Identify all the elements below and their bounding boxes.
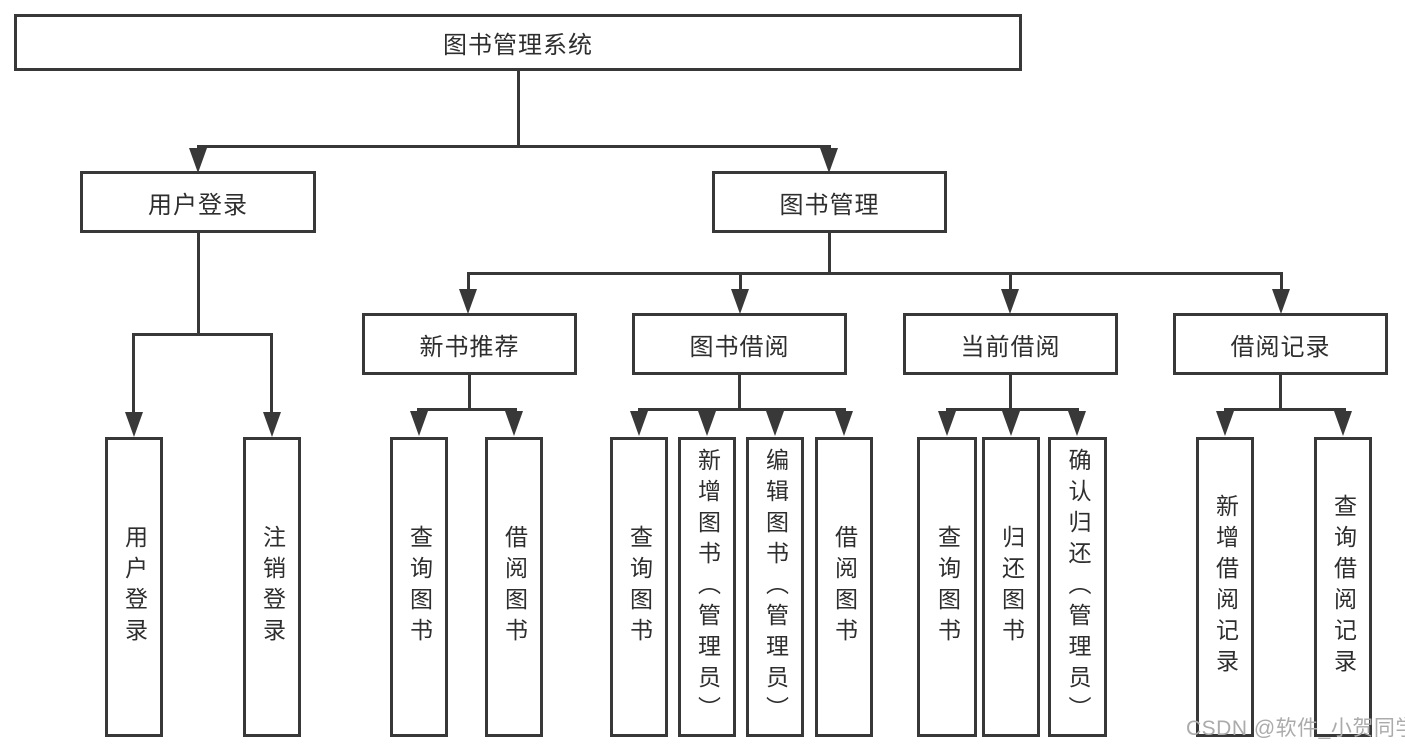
- arrowhead-down-icon: [189, 148, 207, 173]
- node-user-login: 用户登录: [80, 171, 316, 233]
- connector-new-book-bar: [417, 408, 517, 411]
- leaf-query-books: 查询图书: [917, 437, 977, 737]
- connector-records-bar: [1224, 408, 1346, 411]
- connector-book-management-drop: [1009, 275, 1012, 291]
- arrowhead-down-icon: [459, 289, 477, 314]
- arrowhead-down-icon: [1001, 289, 1019, 314]
- connector-user-login-drop: [270, 336, 273, 413]
- arrowhead-down-icon: [1068, 411, 1086, 436]
- connector-current-stem: [1009, 375, 1012, 408]
- arrowhead-down-icon: [698, 411, 716, 436]
- connector-book-management-drop: [1280, 275, 1283, 291]
- connector-root-stem: [517, 71, 520, 145]
- leaf-query-books: 查询图书: [390, 437, 448, 737]
- node-book-management: 图书管理: [712, 171, 947, 233]
- leaf-logout: 注销登录: [243, 437, 301, 737]
- connector-book-management-drop: [467, 275, 470, 291]
- node-book-borrowing: 图书借阅: [632, 313, 847, 375]
- csdn-watermark: CSDN @软件_小贺同学: [1186, 717, 1405, 740]
- leaf-confirm-return-admin: 确认归还（管理员）: [1048, 437, 1107, 737]
- leaf-add-books-admin: 新增图书（管理员）: [678, 437, 736, 737]
- arrowhead-down-icon: [938, 411, 956, 436]
- leaf-edit-books-admin: 编辑图书（管理员）: [746, 437, 804, 737]
- leaf-user-login: 用户登录: [105, 437, 163, 737]
- leaf-return-books: 归还图书: [982, 437, 1040, 737]
- arrowhead-down-icon: [1216, 411, 1234, 436]
- node-borrowing-records: 借阅记录: [1173, 313, 1388, 375]
- connector-current-bar: [946, 408, 1079, 411]
- arrowhead-down-icon: [630, 411, 648, 436]
- connector-user-login-drop: [132, 336, 135, 413]
- leaf-query-borrow-record: 查询借阅记录: [1314, 437, 1372, 737]
- connector-book-management-stem: [828, 233, 831, 272]
- connector-book-management-bar: [467, 272, 1283, 275]
- arrowhead-down-icon: [1272, 289, 1290, 314]
- node-current-borrowing: 当前借阅: [903, 313, 1118, 375]
- arrowhead-down-icon: [263, 412, 281, 437]
- leaf-borrow-books: 借阅图书: [815, 437, 873, 737]
- connector-root-bar: [197, 145, 831, 148]
- connector-new-book-stem: [468, 375, 471, 408]
- connector-user-login-stem: [197, 233, 200, 333]
- leaf-query-books: 查询图书: [610, 437, 668, 737]
- connector-borrowing-stem: [738, 375, 741, 408]
- connector-borrowing-bar: [638, 408, 846, 411]
- connector-book-management-drop: [739, 275, 742, 291]
- arrowhead-down-icon: [410, 411, 428, 436]
- leaf-borrow-books: 借阅图书: [485, 437, 543, 737]
- connector-user-login-bar: [132, 333, 273, 336]
- arrowhead-down-icon: [505, 411, 523, 436]
- node-library-management-system: 图书管理系统: [14, 14, 1022, 71]
- arrowhead-down-icon: [1334, 411, 1352, 436]
- connector-records-stem: [1279, 375, 1282, 408]
- arrowhead-down-icon: [125, 412, 143, 437]
- arrowhead-down-icon: [835, 411, 853, 436]
- leaf-add-borrow-record: 新增借阅记录: [1196, 437, 1254, 737]
- arrowhead-down-icon: [1002, 411, 1020, 436]
- arrowhead-down-icon: [766, 411, 784, 436]
- arrowhead-down-icon: [820, 148, 838, 173]
- node-new-book-recommendation: 新书推荐: [362, 313, 577, 375]
- arrowhead-down-icon: [731, 289, 749, 314]
